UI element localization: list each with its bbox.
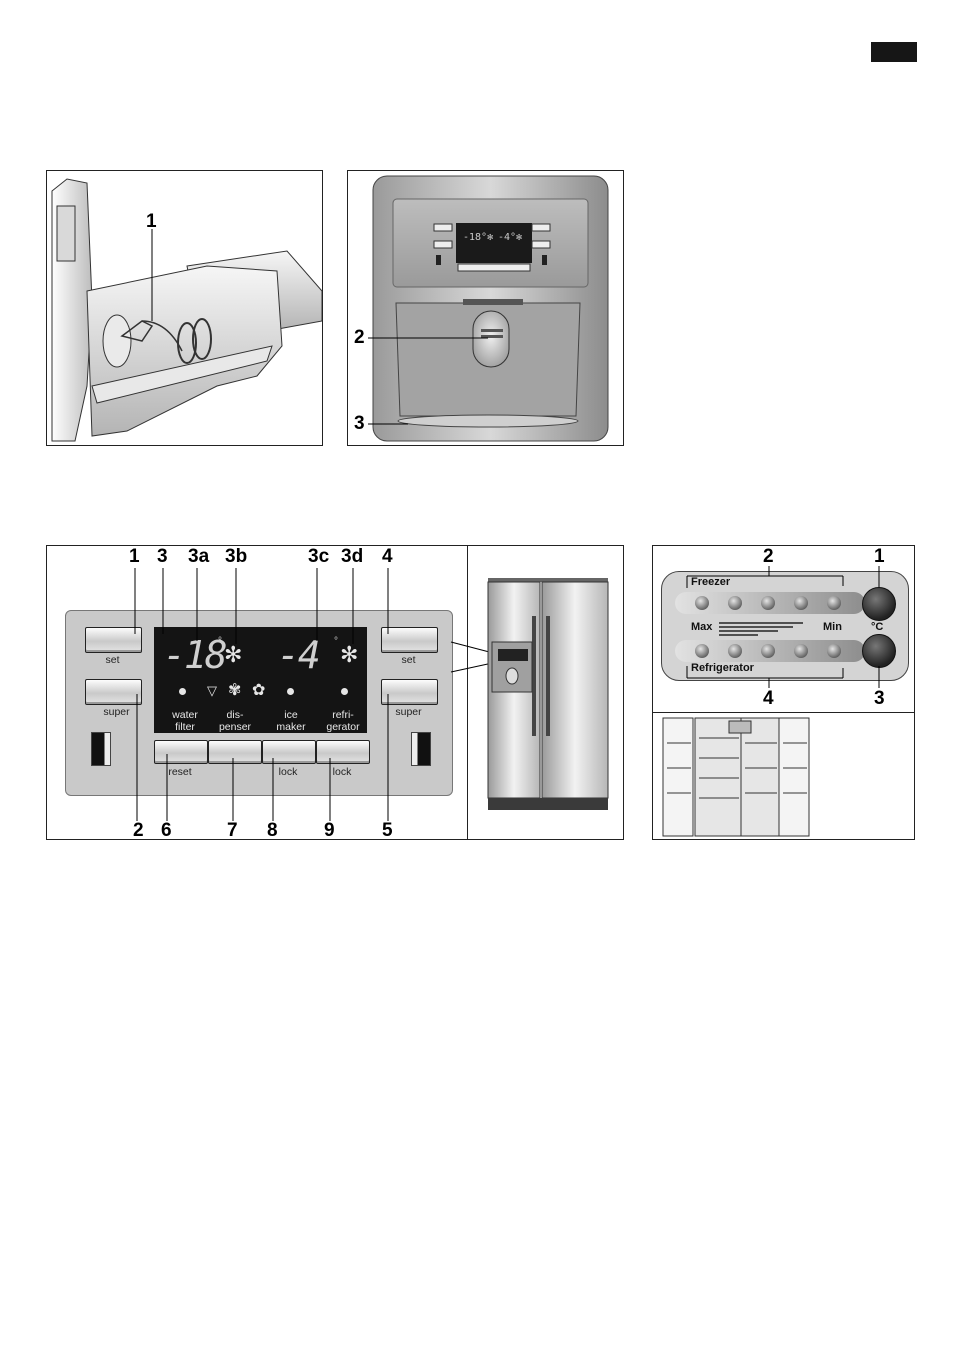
dial-callout-3: 3 xyxy=(874,688,885,710)
figure-dial-panel: Freezer Refrigerator Max Min °C 2 1 4 3 xyxy=(652,545,915,840)
open-fridge-illustration xyxy=(653,713,914,839)
fridge-illustration xyxy=(468,546,623,839)
dial-callout-4: 4 xyxy=(763,688,774,710)
figure-dispenser: -18°✻ -4°✻ 2 3 xyxy=(347,170,624,446)
callout-1: 1 xyxy=(146,211,157,233)
page-tab-marker xyxy=(871,42,917,62)
dispenser-leader-lines xyxy=(348,171,623,445)
figure-control-panel: -18 ° ✻ -4 ° ✻ ▽ ✾ ✿ water filter dis- p… xyxy=(46,545,624,840)
dial-callout-1: 1 xyxy=(874,546,885,568)
dial-callout-2: 2 xyxy=(763,546,774,568)
figure-ice-tray: 1 xyxy=(46,170,323,446)
ice-tray-illustration xyxy=(47,171,322,445)
